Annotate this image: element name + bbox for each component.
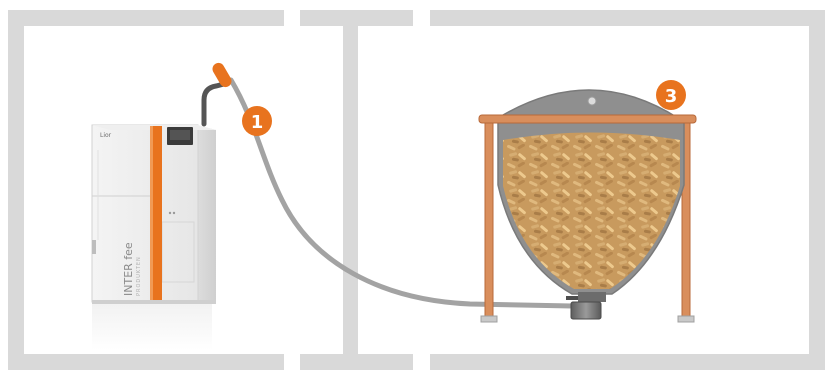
svg-text:3: 3 xyxy=(665,86,678,107)
boiler-front-panel xyxy=(91,124,199,303)
hose-nozzle xyxy=(212,62,232,88)
boiler-logo: Lior xyxy=(100,132,112,139)
hopper-suction-unit xyxy=(570,301,602,320)
hopper-outlet xyxy=(578,292,606,302)
frame-right-wall xyxy=(809,10,825,370)
boiler-hose-stub xyxy=(201,81,227,127)
pellet-boiler: Lior INTER fee PRODUKTEN xyxy=(91,124,216,304)
boiler-brand-subtext: PRODUKTEN xyxy=(136,256,142,296)
frame-top-right xyxy=(430,10,825,26)
frame-bottom-middle xyxy=(300,354,413,370)
marker-1: 1 xyxy=(242,106,272,136)
hopper-inlet xyxy=(587,96,597,106)
boiler-brand-text: INTER fee xyxy=(122,242,135,296)
frame-bottom-right xyxy=(430,354,825,370)
frame-bottom-left xyxy=(8,354,284,370)
room-frame xyxy=(8,10,825,370)
marker-3: 3 xyxy=(656,80,686,110)
boiler-orange-stripe xyxy=(153,126,162,302)
boiler-reflection xyxy=(92,302,212,350)
svg-text:1: 1 xyxy=(251,112,264,133)
frame-left-wall xyxy=(8,10,24,370)
frame-top-left xyxy=(8,10,284,26)
hopper-pellets xyxy=(503,132,680,289)
stand-leg-left xyxy=(484,119,494,319)
pellet-hopper xyxy=(478,89,697,323)
boiler-side-panel xyxy=(196,125,216,302)
stand-crossbar xyxy=(478,114,697,124)
frame-divider-wall xyxy=(343,10,358,370)
